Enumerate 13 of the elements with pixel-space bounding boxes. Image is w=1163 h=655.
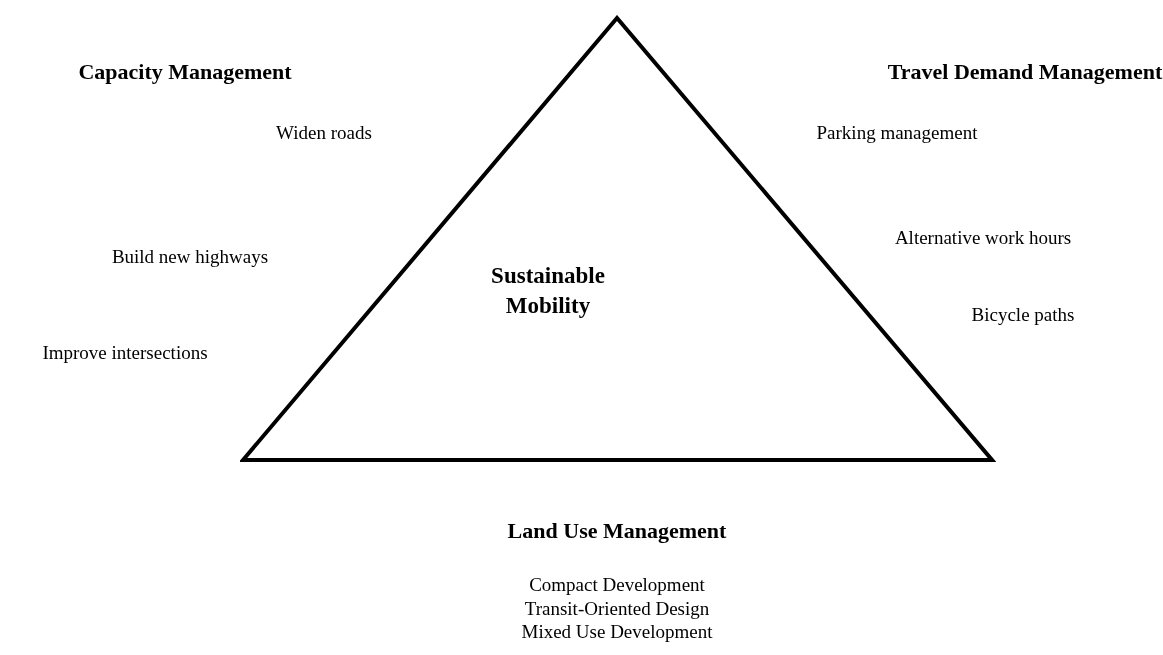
category-heading: Travel Demand Management xyxy=(887,59,1163,85)
center-heading: Sustainable Mobility xyxy=(490,262,606,320)
strategy-text: Parking management xyxy=(816,122,978,144)
strategy-text: Mixed Use Development xyxy=(521,621,713,643)
strategy-text: Widen roads xyxy=(276,122,372,144)
strategy-text: Improve intersections xyxy=(42,342,208,364)
strategy-text: Build new highways xyxy=(111,246,269,268)
strategy-text: Transit-Oriented Design xyxy=(524,598,710,620)
strategy-text: Bicycle paths xyxy=(971,304,1075,326)
strategy-text: Alternative work hours xyxy=(894,227,1072,249)
strategy-text: Compact Development xyxy=(529,574,705,596)
category-heading: Land Use Management xyxy=(507,518,727,544)
category-heading: Capacity Management xyxy=(78,59,292,85)
